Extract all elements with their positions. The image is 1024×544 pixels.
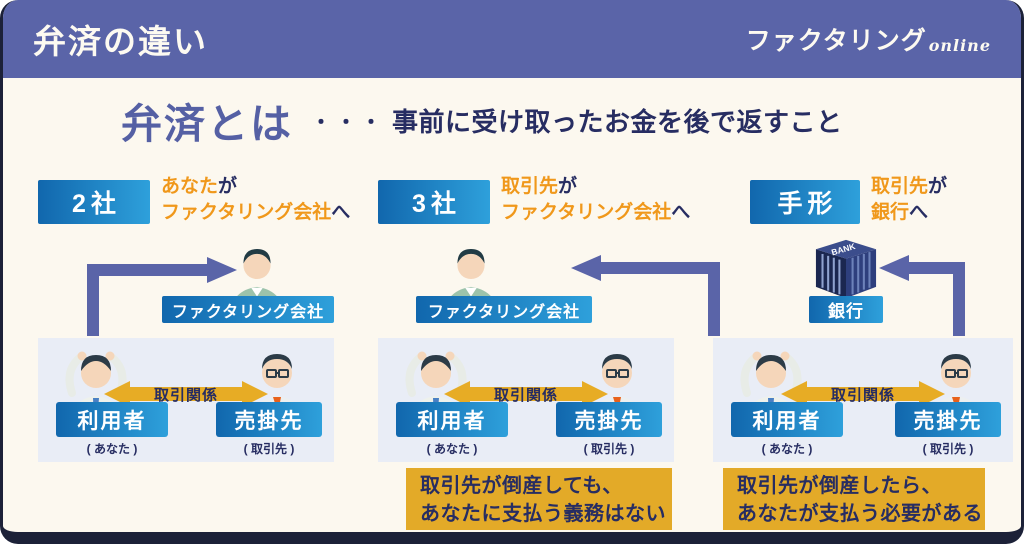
relation-label: 取引関係 — [153, 386, 218, 404]
note-line2: あなたが支払う必要がある — [737, 503, 983, 525]
note-box-tegata: 取引先が倒産したら、 あなたが支払う必要がある — [723, 468, 985, 530]
role-user-note: ( あなた ) — [426, 442, 478, 456]
repayment-arrow-left-icon — [571, 255, 720, 336]
definition-dots: ・・・ — [311, 111, 386, 134]
colhead-tegata: 取引先が 銀行へ — [871, 176, 948, 223]
page-title: 弁済の違い — [33, 23, 208, 60]
role-user-note: ( あなた ) — [761, 442, 813, 456]
role-client-label: 売掛先 — [895, 402, 1001, 437]
definition-row: 弁済とは ・・・ 事前に受け取ったお金を後で返すこと — [121, 92, 843, 148]
relation-label: 取引関係 — [493, 386, 558, 404]
entity-label-factoring-1: ファクタリング会社 — [162, 296, 334, 323]
definition-term: 弁済とは — [121, 101, 293, 147]
trade-relation-arrow: 取引関係 — [442, 376, 610, 412]
relation-panel-tegata: 取引関係 利用者 売掛先 ( あなた ) ( 取引先 ) — [713, 338, 1013, 462]
relation-label: 取引関係 — [830, 386, 895, 404]
badge-2sha: 2社 — [38, 180, 150, 224]
brand-logo: ファクタリング online — [746, 21, 991, 57]
payer-2sha: あなた — [161, 176, 219, 197]
payee-tegata: 銀行 — [871, 202, 910, 223]
trade-relation-arrow: 取引関係 — [102, 376, 270, 412]
role-user-note: ( あなた ) — [86, 442, 138, 456]
role-client-note: ( 取引先 ) — [922, 442, 974, 456]
repayment-arrow-left-icon — [879, 255, 965, 336]
entity-label-bank: 銀行 — [809, 296, 883, 323]
bank-building-icon: BANK — [815, 239, 877, 299]
role-user-label: 利用者 — [396, 402, 508, 437]
colhead-3sha: 取引先が ファクタリング会社へ — [501, 176, 691, 223]
role-client-label: 売掛先 — [556, 402, 662, 437]
brand-logo-text: ファクタリング — [745, 27, 927, 55]
brand-logo-suffix: online — [928, 36, 991, 55]
relation-panel-3sha: 取引関係 利用者 売掛先 ( あなた ) ( 取引先 ) — [378, 338, 674, 462]
double-arrow-icon — [104, 381, 268, 407]
payer-3sha: 取引先 — [501, 176, 559, 197]
role-client-note: ( 取引先 ) — [243, 442, 295, 456]
payee-2sha: ファクタリング会社 — [161, 202, 332, 223]
payee-3sha: ファクタリング会社 — [501, 202, 672, 223]
definition-text: 事前に受け取ったお金を後で返すこと — [392, 106, 843, 137]
double-arrow-icon — [781, 381, 945, 407]
role-client-note: ( 取引先 ) — [583, 442, 635, 456]
role-user-label: 利用者 — [731, 402, 843, 437]
colhead-2sha: あなたが ファクタリング会社へ — [161, 176, 351, 223]
badge-tegata: 手形 — [750, 180, 860, 224]
trade-relation-arrow: 取引関係 — [779, 376, 947, 412]
payer-tegata: 取引先 — [871, 176, 929, 197]
header-band: 弁済の違い ファクタリング online — [3, 0, 1021, 78]
note-box-3sha: 取引先が倒産しても、 あなたに支払う義務はない — [406, 468, 672, 530]
entity-label-factoring-2: ファクタリング会社 — [416, 296, 592, 323]
role-client-label: 売掛先 — [216, 402, 322, 437]
double-arrow-icon — [444, 381, 608, 407]
note-line2: あなたに支払う義務はない — [420, 503, 666, 525]
badge-3sha: 3社 — [378, 180, 490, 224]
role-user-label: 利用者 — [56, 402, 168, 437]
note-line1: 取引先が倒産しても、 — [420, 475, 623, 497]
repayment-arrow-right-icon — [87, 257, 237, 336]
note-line1: 取引先が倒産したら、 — [737, 475, 942, 497]
relation-panel-2sha: 取引関係 利用者 売掛先 ( あなた ) ( 取引先 ) — [38, 338, 334, 462]
